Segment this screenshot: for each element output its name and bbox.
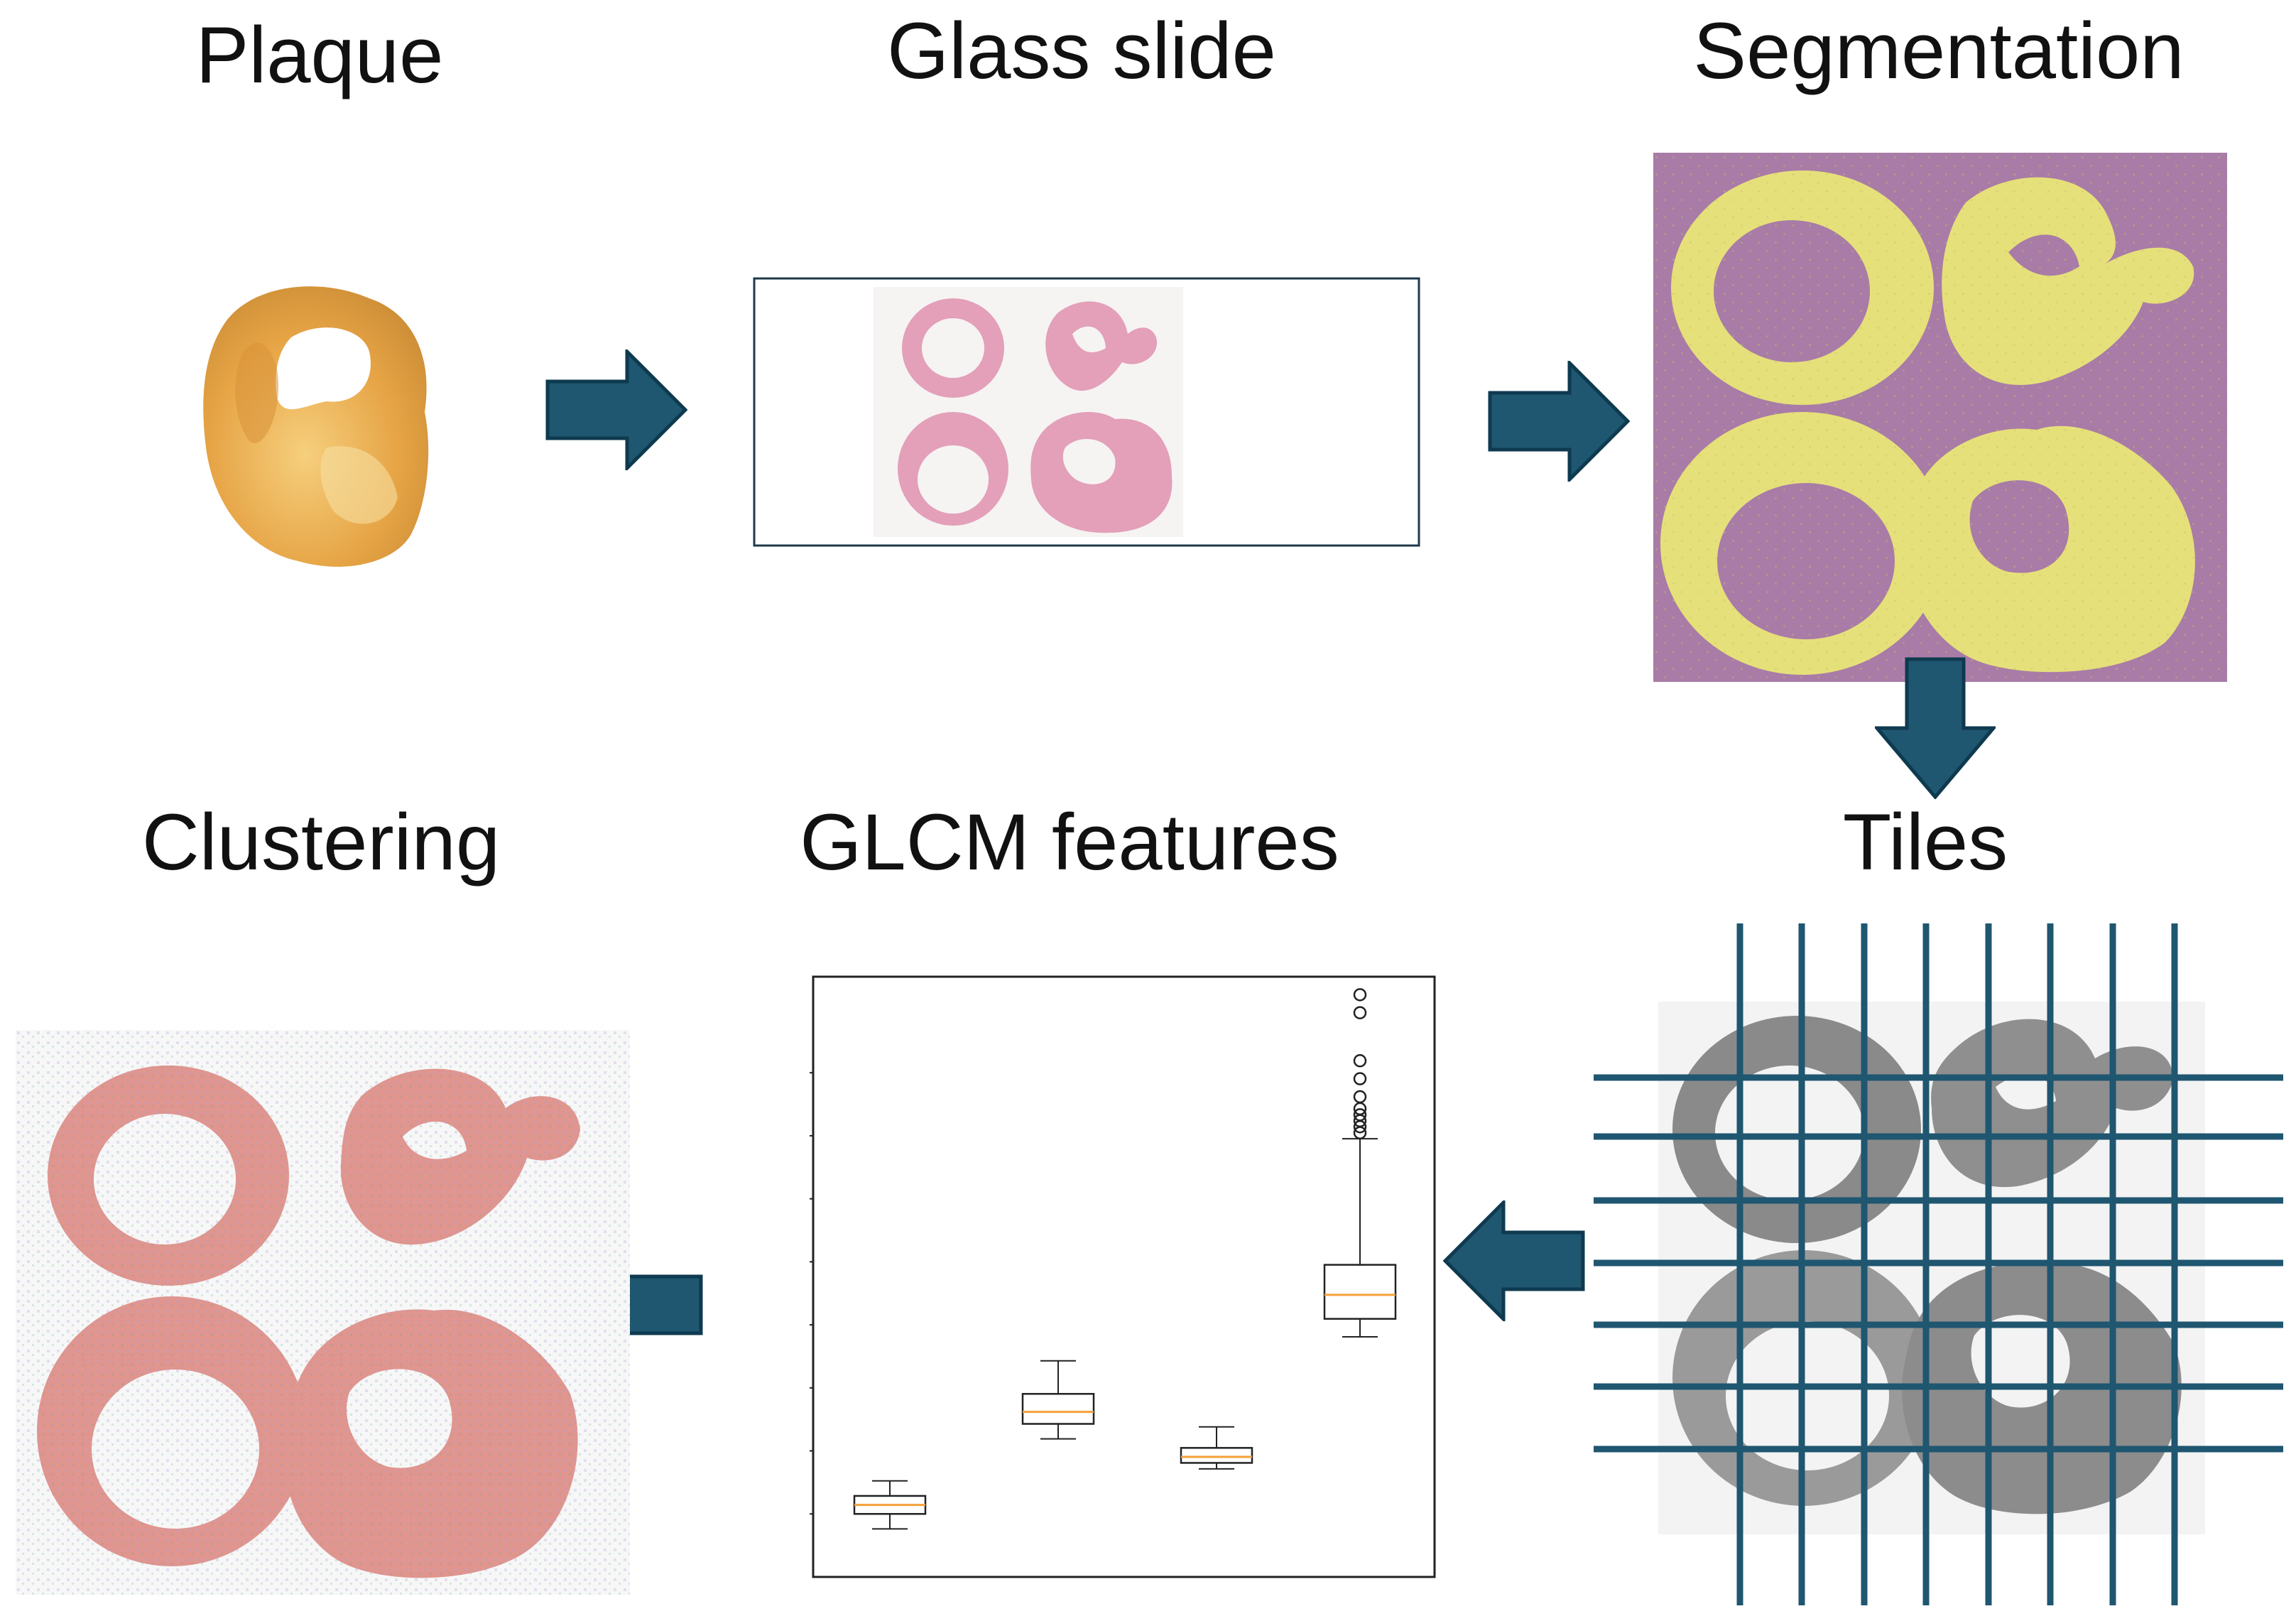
clustering-title: Clustering [141,798,501,886]
glcm-boxplot [810,973,1438,1580]
arrow-right-icon [545,349,687,470]
arrow-left-icon [1443,1200,1585,1321]
plaque-image [199,270,440,575]
segmentation-title: Segmentation [1693,6,2185,95]
tiles-title: Tiles [1842,798,2008,886]
clustering-image [16,1030,630,1595]
outlier-point [1353,1090,1367,1104]
glcm-features-title: GLCM features [800,798,1339,886]
outlier-point [1353,1072,1367,1085]
glass-slide-image [753,277,1420,547]
box [1021,1393,1095,1425]
outlier-point [1353,1006,1367,1019]
tiles-image [1591,923,2283,1605]
arrow-right-icon [1488,361,1630,482]
box [1180,1447,1253,1464]
outlier-point [1353,1108,1367,1122]
outlier-point [1353,988,1367,1002]
outlier-point [1353,1054,1367,1068]
plaque-title: Plaque [195,11,444,99]
box [1323,1264,1397,1320]
segmentation-image [1653,153,2227,682]
glass-slide-title: Glass slide [887,6,1276,95]
arrow-down-icon [1875,657,1996,799]
